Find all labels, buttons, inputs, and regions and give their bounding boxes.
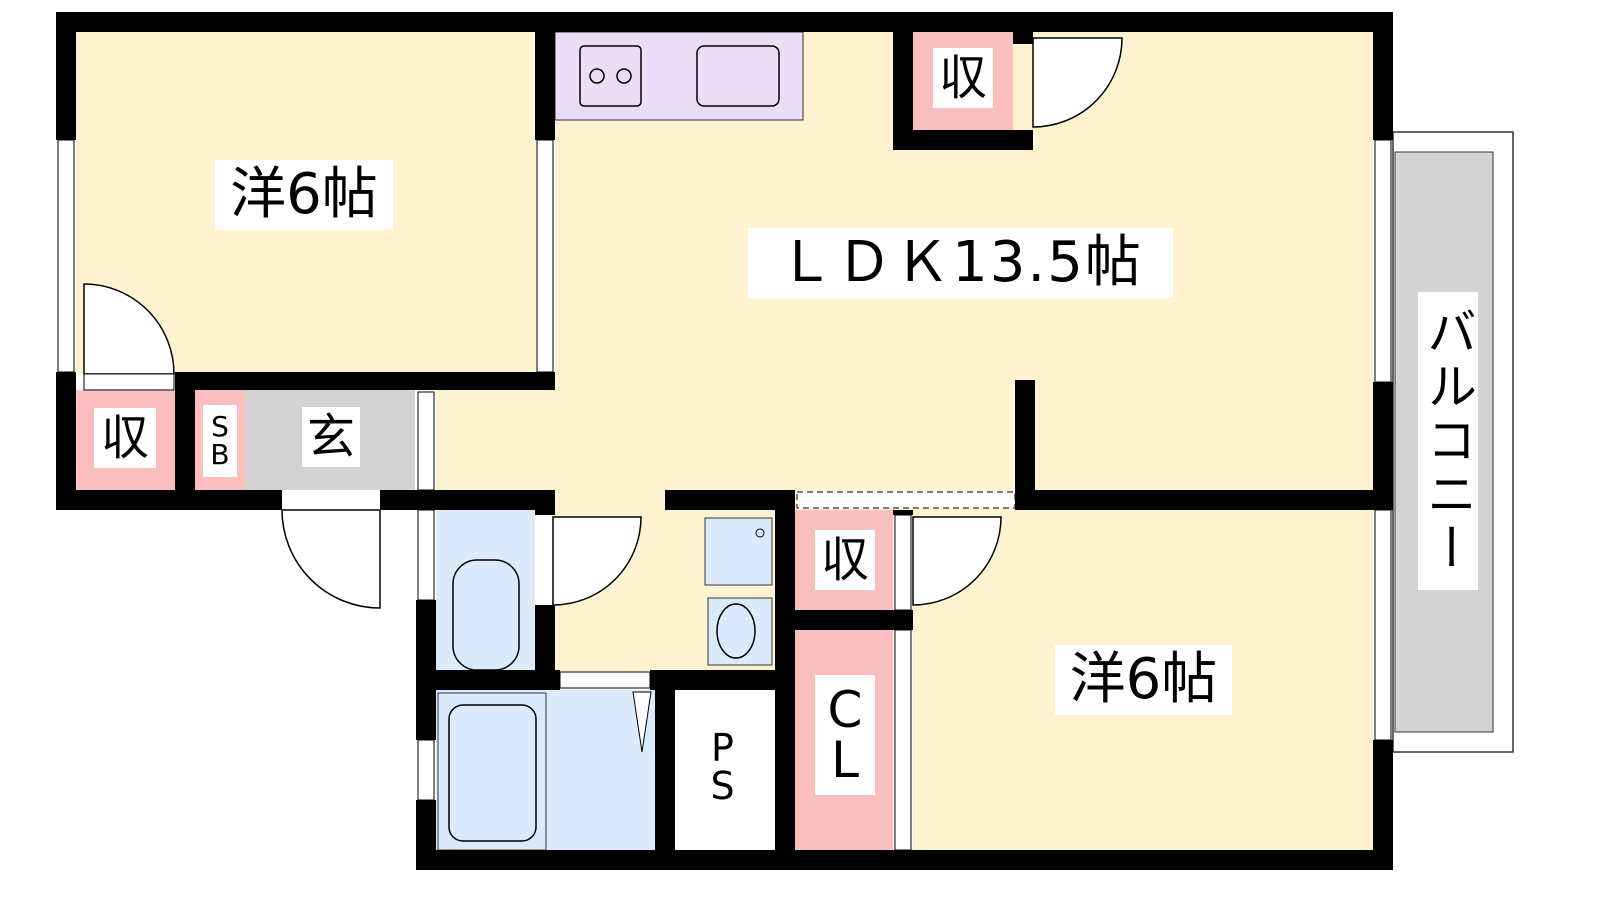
window [894,629,912,851]
drain-icon [755,528,765,538]
shoebox-letter: S [211,410,229,443]
washbasin [707,597,773,666]
room-label-western-top: 洋6帖 [215,160,393,230]
pipe-space-letter: P [711,726,734,770]
room-label-storage-top: 収 [933,48,993,108]
shower [632,691,652,753]
window [1374,509,1392,741]
washing-machine [704,517,773,586]
window [894,514,912,611]
bathtub-inner [448,704,537,842]
room-label-storage-left: 収 [94,408,156,468]
door-western-bottom [912,516,1002,606]
stove [579,45,642,107]
closet-letter: C [827,681,863,739]
sliding-door [796,491,1016,509]
room-label-entrance: 玄 [302,407,360,467]
doors [83,37,1123,609]
door-entrance [281,509,381,609]
window [417,739,435,801]
shoebox-letter: B [210,438,230,471]
door-western-top [83,283,175,375]
window [1374,139,1392,383]
burner-icon [616,68,632,84]
window [417,391,435,491]
pipe-space-letter: S [710,764,735,808]
room-label-pipe-space: P S [700,722,745,812]
window [417,509,435,601]
toilet-room-floor [436,510,535,670]
closet-letter: L [831,731,859,789]
sink [696,45,780,107]
room-label-western-bottom: 洋6帖 [1055,645,1232,715]
door-frame [83,373,175,391]
basin-bowl [716,603,756,659]
room-label-shoebox: S B [203,405,237,477]
kitchen-counter [554,31,804,121]
walls [56,12,1393,870]
door-storage-top [1032,37,1123,128]
window [559,671,651,689]
door-toilet [552,516,642,606]
room-label-ldk: ＬＤＫ13.5帖 [748,228,1173,298]
room-label-closet: C L [815,675,875,795]
window [57,139,75,373]
windows [57,139,1392,851]
room-label-storage-mid: 収 [815,530,875,590]
window [536,139,554,373]
burner-icon [589,68,605,84]
room-label-balcony: バルコニー [1418,292,1478,590]
